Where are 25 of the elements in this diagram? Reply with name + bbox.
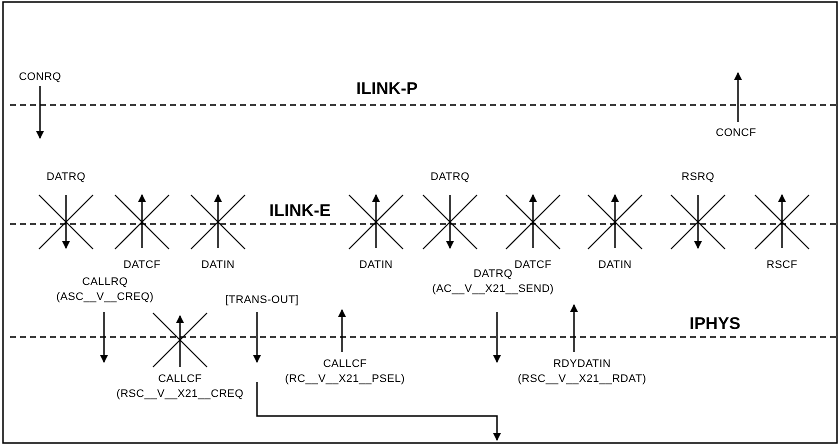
- primitive-parameter: (AC__V__X21__SEND): [432, 282, 554, 297]
- primitive-name: DATCF: [123, 258, 161, 273]
- primitive-name: [TRANS-OUT]: [225, 293, 299, 308]
- layer-name: ILINK-E: [269, 202, 331, 219]
- primitive-name: RSRQ: [682, 170, 714, 185]
- primitive-name: RDYDATIN: [553, 357, 611, 372]
- primitive-parameter: (ASC__V__CREQ): [56, 290, 154, 305]
- primitive-name: DATCF: [514, 258, 552, 273]
- primitive-parameter: (RSC__V__X21__RDAT): [518, 372, 646, 387]
- primitive-name: CALLCF: [158, 372, 202, 387]
- primitive-name: CONRQ: [18, 70, 62, 85]
- primitive-name: CALLCF: [323, 357, 367, 372]
- primitive-name: DATIN: [598, 258, 632, 273]
- primitive-name: DATRQ: [46, 170, 86, 185]
- primitive-name: DATIN: [359, 258, 393, 273]
- primitive-name: DATIN: [201, 258, 235, 273]
- layer-name: IPHYS: [689, 315, 741, 332]
- layer-name: ILINK-P: [356, 80, 418, 97]
- primitive-name: DATRQ: [473, 267, 513, 282]
- primitive-name: CONCF: [716, 126, 756, 141]
- primitive-name: CALLRQ: [82, 275, 128, 290]
- primitive-parameter: (RC__V__X21__PSEL): [285, 372, 405, 387]
- primitive-name: DATRQ: [430, 170, 470, 185]
- primitive-name: RSCF: [766, 258, 798, 273]
- primitive-parameter: (RSC__V__X21__CREQ: [116, 387, 244, 402]
